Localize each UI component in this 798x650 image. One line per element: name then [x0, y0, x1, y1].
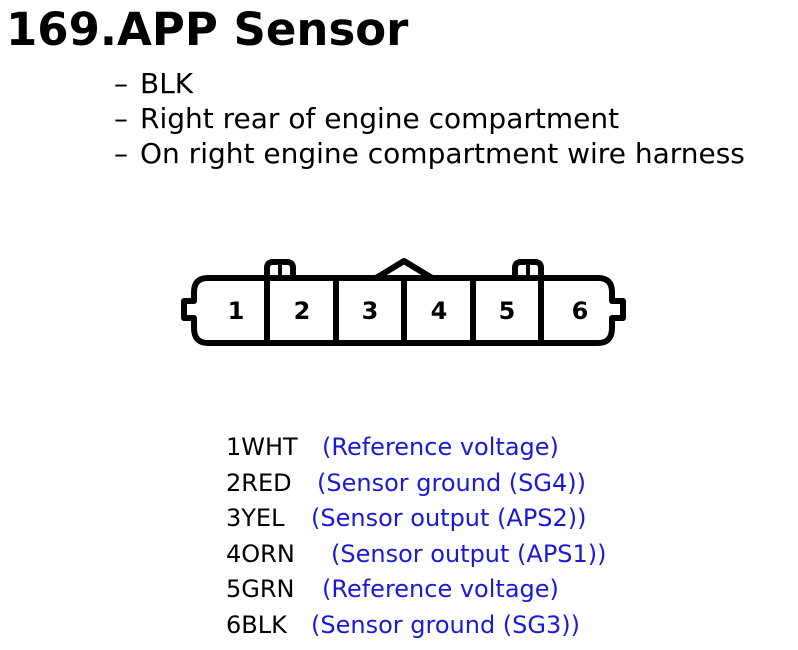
- pin-assignment-list: 1WHT (Reference voltage) 2RED (Sensor grou…: [226, 430, 607, 644]
- pin-description: (Reference voltage): [322, 433, 559, 461]
- pin-description: (Sensor ground (SG3)): [311, 610, 580, 639]
- pin-number: 6: [572, 297, 589, 325]
- note-dash: –: [114, 67, 128, 100]
- pin-number: 3: [362, 297, 379, 325]
- note-item: –On right engine compartment wire harnes…: [114, 136, 745, 171]
- note-harness: On right engine compartment wire harness: [140, 137, 745, 170]
- pin-wire-code: 6BLK: [226, 610, 287, 639]
- note-dash: –: [114, 137, 128, 170]
- pin-description: (Sensor output (APS2)): [311, 504, 587, 533]
- pin-description: (Reference voltage): [322, 575, 559, 604]
- pin-row: 2RED (Sensor ground (SG4)): [226, 466, 607, 502]
- pin-wire-code: 1WHT: [226, 433, 298, 461]
- pin-wire-code: 5GRN: [226, 575, 295, 604]
- pin-description: (Sensor ground (SG4)): [317, 468, 586, 497]
- key-triangle: [373, 258, 435, 281]
- pin-number: 1: [228, 297, 245, 325]
- note-location: Right rear of engine compartment: [140, 102, 620, 135]
- note-item: –BLK: [114, 66, 745, 101]
- note-color: BLK: [140, 67, 194, 100]
- pin-row: 6BLK (Sensor ground (SG3)): [226, 608, 607, 644]
- pin-row: 1WHT (Reference voltage): [226, 430, 607, 466]
- connector-notes: –BLK –Right rear of engine compartment –…: [114, 66, 745, 171]
- pin-description: (Sensor output (APS1)): [331, 539, 607, 568]
- pin-row: 3YEL (Sensor output (APS2)): [226, 501, 607, 537]
- pin-row: 5GRN (Reference voltage): [226, 572, 607, 608]
- note-item: –Right rear of engine compartment: [114, 101, 745, 136]
- pin-wire-code: 2RED: [226, 468, 292, 497]
- pin-wire-code: 4ORN: [226, 539, 295, 568]
- pin-number: 5: [499, 297, 516, 325]
- pin-wire-code: 3YEL: [226, 504, 285, 533]
- page-title: 169.APP Sensor: [6, 3, 409, 56]
- connector-housing: [181, 275, 626, 346]
- pin-number: 2: [294, 297, 311, 325]
- pin-number: 4: [431, 297, 448, 325]
- note-dash: –: [114, 102, 128, 135]
- pin-row: 4ORN (Sensor output (APS1)): [226, 537, 607, 573]
